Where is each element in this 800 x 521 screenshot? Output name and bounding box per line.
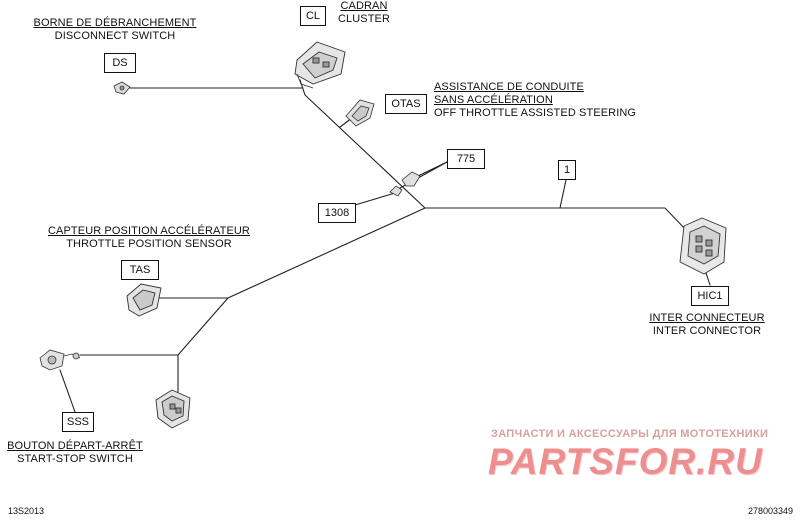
otas-label-fr2: SANS ACCÉLÉRATION xyxy=(434,94,553,106)
w1308-leader xyxy=(354,192,396,206)
cl-connector-icon xyxy=(294,41,346,89)
hic1-label: INTER CONNECTEUR INTER CONNECTOR xyxy=(640,312,774,338)
harness-trunk xyxy=(299,79,426,209)
sss-label: BOUTON DÉPART-ARRÊT START-STOP SWITCH xyxy=(0,440,150,466)
w775-leader xyxy=(417,161,448,177)
cl-label-fr: CADRAN xyxy=(340,0,388,12)
ds-code-box: DS xyxy=(104,53,136,73)
ds-label: BORNE DE DÉBRANCHEMENT DISCONNECT SWITCH xyxy=(30,17,200,43)
otas-label-en: OFF THROTTLE ASSISTED STEERING xyxy=(434,107,637,119)
otas-connector-icon xyxy=(345,99,375,127)
wire-1-box: 1 xyxy=(558,160,576,180)
drawing-code-left: 13S2013 xyxy=(8,506,45,516)
wire-775-box: 775 xyxy=(447,149,485,169)
tas-label: CAPTEUR POSITION ACCÉLÉRATEUR THROTTLE P… xyxy=(30,225,268,251)
otas-code-box: OTAS xyxy=(385,94,427,114)
sss-leader xyxy=(59,369,76,413)
cl-label: CADRAN CLUSTER xyxy=(334,0,394,26)
cl-label-en: CLUSTER xyxy=(337,13,391,25)
bottom-connector-icon xyxy=(155,389,191,429)
cl-code-box: CL xyxy=(300,6,326,26)
hic1-label-en: INTER CONNECTOR xyxy=(652,325,762,337)
tas-label-en: THROTTLE POSITION SENSOR xyxy=(66,238,232,250)
hic1-connector-icon xyxy=(679,217,727,275)
tas-code-box: TAS xyxy=(121,260,159,280)
ds-connector-icon xyxy=(113,81,131,95)
tas-label-fr: CAPTEUR POSITION ACCÉLÉRATEUR xyxy=(48,225,250,237)
ds-label-en: DISCONNECT SWITCH xyxy=(54,30,176,42)
tas-connector-icon xyxy=(126,283,162,317)
sss-code-box: SSS xyxy=(62,412,94,432)
drawing-code-right: 278003349 xyxy=(748,506,794,516)
w1-leader xyxy=(559,179,567,209)
otas-label: ASSISTANCE DE CONDUITE SANS ACCÉLÉRATION… xyxy=(434,81,636,120)
sss-label-fr: BOUTON DÉPART-ARRÊT xyxy=(7,440,143,452)
sss-connector-icon xyxy=(39,349,81,371)
sss-label-en: START-STOP SWITCH xyxy=(17,453,133,465)
watermark-tagline: ЗАПЧАСТИ И АКСЕССУАРЫ ДЛЯ МОТОТЕХНИКИ xyxy=(491,428,769,440)
ds-label-fr: BORNE DE DÉBRANCHEMENT xyxy=(33,17,197,29)
otas-label-fr1: ASSISTANCE DE CONDUITE xyxy=(434,81,584,93)
hic1-code-box: HIC1 xyxy=(691,286,729,306)
hic1-label-fr: INTER CONNECTEUR xyxy=(649,312,765,324)
watermark-logo: PARTSFOR.RU xyxy=(488,441,763,482)
w775-connector-icon xyxy=(401,171,421,187)
hic1-wire xyxy=(424,207,689,233)
w1308-connector-icon xyxy=(389,185,403,197)
wire-1308-box: 1308 xyxy=(318,203,356,223)
